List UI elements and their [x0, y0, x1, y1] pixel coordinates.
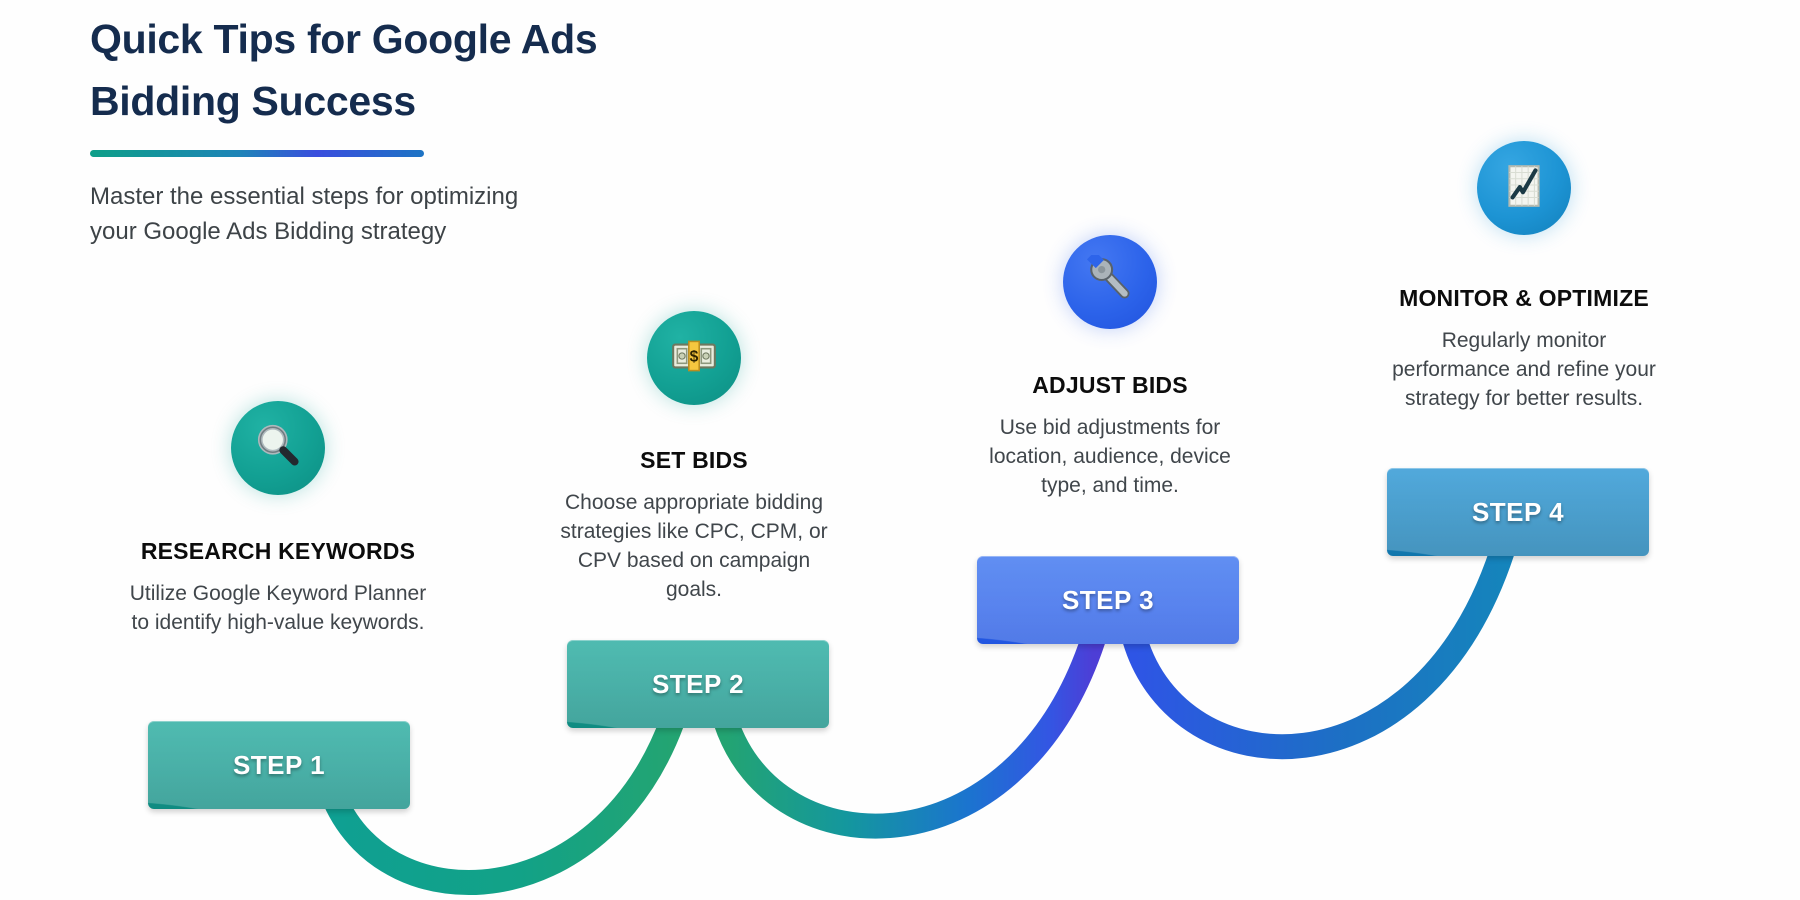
page-title-line2: Bidding Success: [90, 78, 416, 124]
subtitle-line1: Master the essential steps for optimizin…: [90, 183, 519, 210]
step3-heading: ADJUST BIDS: [1032, 372, 1188, 398]
magnifier-icon: [253, 421, 303, 476]
connector-step2-step3: [714, 636, 1105, 839]
chart-increasing-icon: [1499, 161, 1549, 216]
connector-step1-step2: [323, 717, 684, 895]
step3-description: Use bid adjustments for location, audien…: [989, 416, 1231, 497]
step3-text-block: ADJUST BIDS Use bid adjustments for loca…: [973, 372, 1247, 500]
step4-description: Regularly monitor performance and refine…: [1392, 329, 1656, 410]
title-underline-accent: [90, 150, 424, 157]
step1-box-label: STEP 1: [232, 749, 326, 780]
step2-text-block: SET BIDS Choose appropriate bidding stra…: [550, 447, 838, 604]
step4-box-label: STEP 4: [1471, 496, 1565, 527]
step3-icon-circle: [1063, 235, 1157, 329]
step1-text-block: RESEARCH KEYWORDS Utilize Google Keyword…: [124, 538, 432, 637]
step1-description: Utilize Google Keyword Planner to identi…: [129, 582, 427, 634]
money-banknote-icon: $: [669, 331, 719, 386]
page-title-line1: Quick Tips for Google Ads: [90, 16, 598, 62]
step2-box: STEP 2: [567, 640, 829, 728]
step4-heading: MONITOR & OPTIMIZE: [1399, 285, 1649, 311]
step3-box: STEP 3: [977, 556, 1239, 644]
step2-description: Choose appropriate bidding strategies li…: [560, 491, 828, 601]
step4-box: STEP 4: [1387, 468, 1649, 556]
step1-box: STEP 1: [148, 721, 410, 809]
svg-text:$: $: [690, 348, 699, 365]
subtitle-line2: your Google Ads Bidding strategy: [90, 218, 447, 245]
step2-heading: SET BIDS: [640, 447, 748, 473]
step2-box-label: STEP 2: [651, 668, 745, 699]
step2-icon-circle: $: [647, 311, 741, 405]
page-title: Quick Tips for Google Ads Bidding Succes…: [90, 8, 598, 132]
header: Quick Tips for Google Ads Bidding Succes…: [90, 8, 598, 249]
step4-text-block: MONITOR & OPTIMIZE Regularly monitor per…: [1382, 285, 1666, 413]
step1-icon-circle: [231, 401, 325, 495]
step1-heading: RESEARCH KEYWORDS: [140, 538, 416, 564]
step4-icon-circle: [1477, 141, 1571, 235]
connector-step3-step4: [1123, 548, 1514, 760]
wrench-icon: [1085, 250, 1135, 310]
step3-box-label: STEP 3: [1061, 584, 1155, 615]
subtitle: Master the essential steps for optimizin…: [90, 179, 597, 249]
